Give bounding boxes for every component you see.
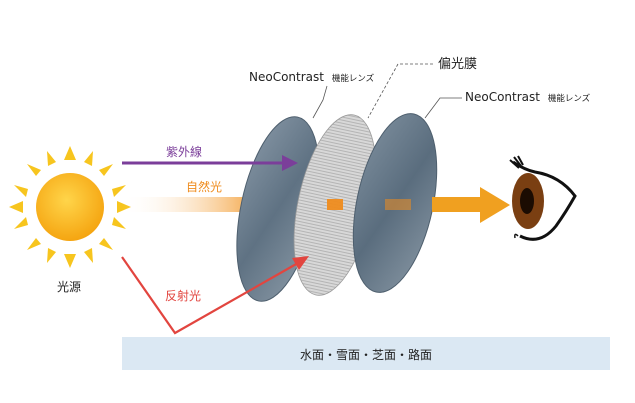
natural-light-through-b bbox=[385, 199, 411, 210]
leader-lens-right bbox=[424, 97, 462, 119]
natural-light-label: 自然光 bbox=[186, 179, 222, 194]
sun-icon bbox=[9, 146, 131, 268]
natural-light-through-a bbox=[327, 199, 343, 210]
reflected-light-label: 反射光 bbox=[165, 288, 201, 303]
natural-light-arrowhead bbox=[480, 187, 510, 223]
reflected-light-arrow bbox=[121, 256, 299, 335]
lens-left-label: NeoContrast 機能レンズ bbox=[249, 70, 375, 84]
leader-lens-left bbox=[312, 85, 328, 119]
lens-right-name: NeoContrast bbox=[465, 90, 540, 104]
reflected-light-arrowhead bbox=[292, 256, 309, 270]
ground-band bbox=[122, 337, 610, 370]
polarizer-label: 偏光膜 bbox=[438, 57, 477, 72]
lens-right-label: NeoContrast 機能レンズ bbox=[465, 90, 591, 104]
sun-label: 光源 bbox=[57, 280, 81, 294]
lens-left-suffix: 機能レンズ bbox=[332, 73, 375, 84]
eye-icon bbox=[509, 155, 577, 241]
ground-label: 水面・雪面・芝面・路面 bbox=[300, 347, 432, 362]
uv-arrowhead bbox=[282, 155, 298, 171]
natural-light-out bbox=[432, 197, 484, 212]
lens-left-name: NeoContrast bbox=[249, 70, 324, 84]
leader-polarizer bbox=[367, 63, 433, 119]
lens-right-suffix: 機能レンズ bbox=[548, 93, 591, 104]
uv-label: 紫外線 bbox=[166, 144, 202, 159]
